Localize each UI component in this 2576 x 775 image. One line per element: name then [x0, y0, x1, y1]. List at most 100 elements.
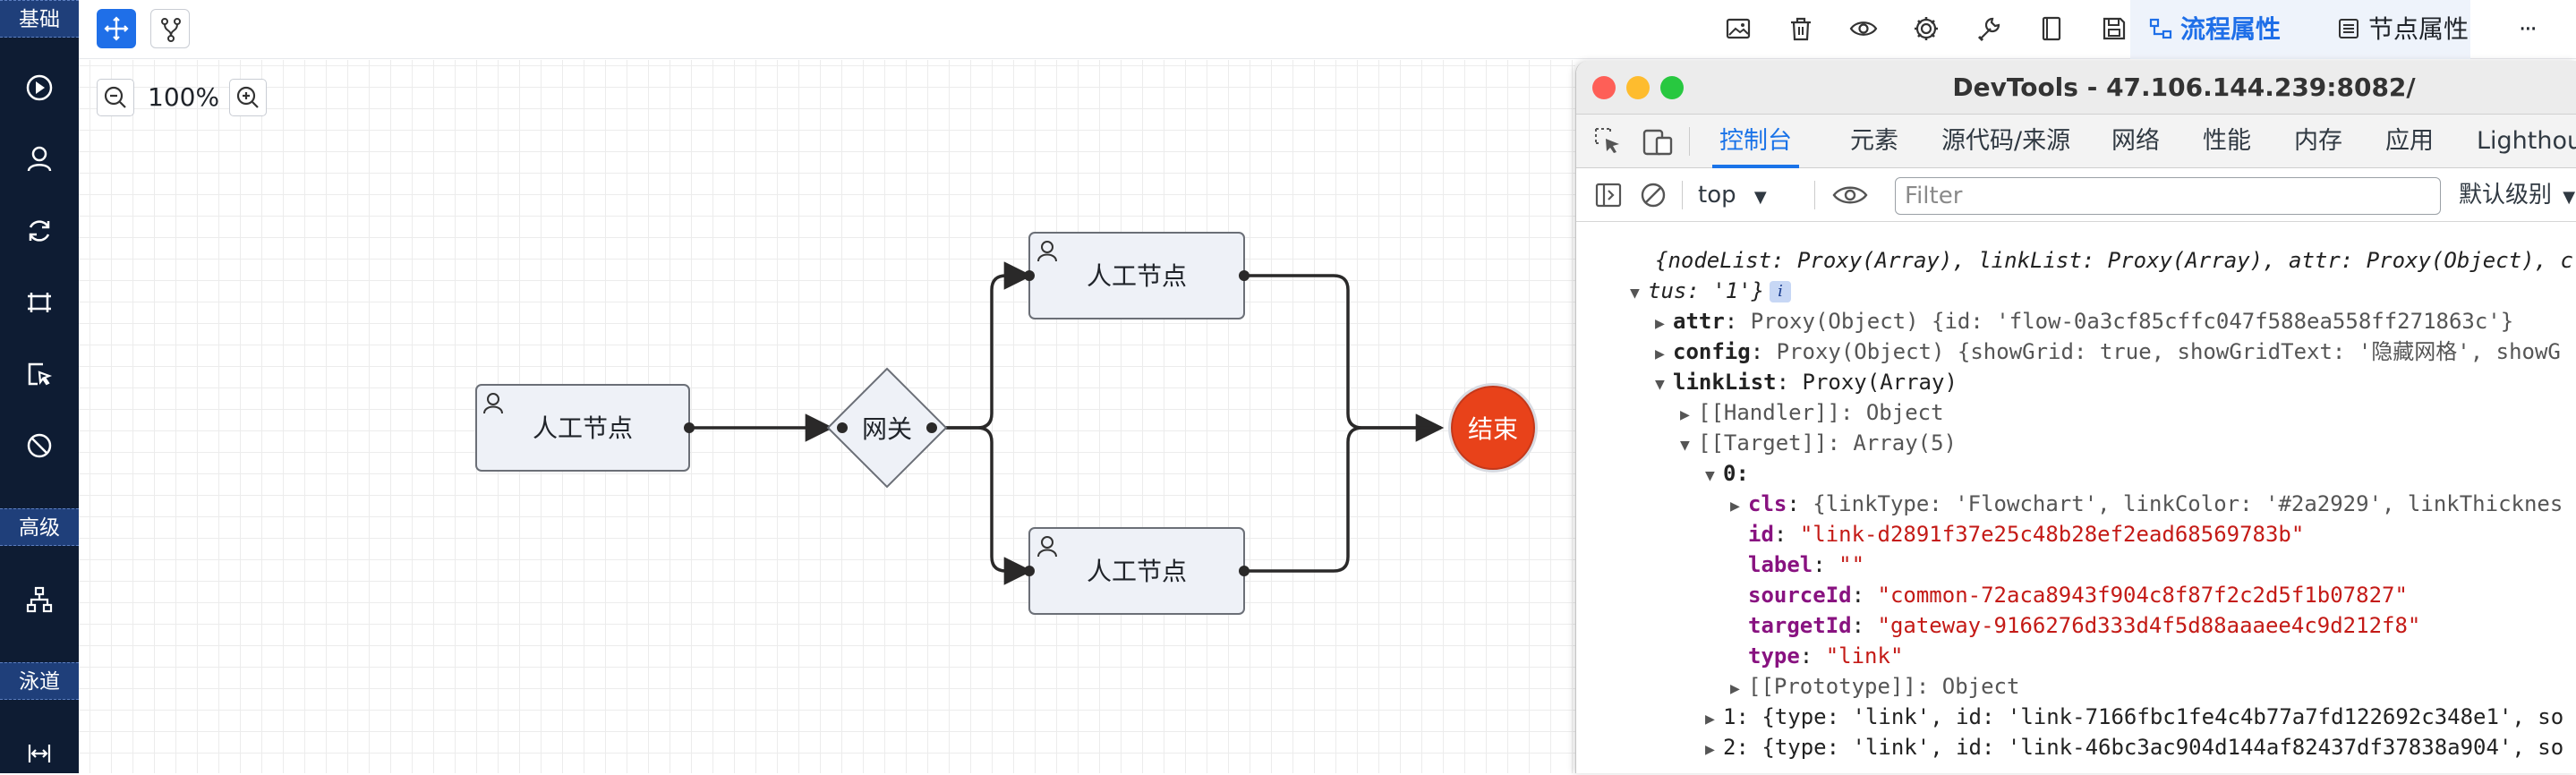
cursor-select-icon[interactable]	[21, 356, 57, 392]
save-icon[interactable]	[2098, 13, 2130, 45]
top-toolbar: 流程属性 节点属性 ···	[79, 0, 2576, 59]
tab-node-label: 节点属性	[2368, 14, 2469, 44]
end-node-label: 结束	[1468, 414, 1518, 444]
console-log-object-cont[interactable]: ▼tus: '1'}i	[1630, 276, 1792, 306]
caret-right-icon: ▶	[1705, 740, 1715, 759]
minimize-window-button[interactable]	[1626, 76, 1650, 99]
loop-icon[interactable]	[21, 213, 57, 249]
toolbar-divider	[1814, 181, 1815, 209]
caret-right-icon: ▶	[1730, 497, 1740, 515]
caret-right-icon: ▶	[1655, 314, 1665, 333]
zoom-out-button[interactable]	[97, 79, 134, 116]
devtools-window: DevTools - 47.106.144.239:8082/ 控制台 元素 源…	[1575, 61, 2576, 773]
context-selector-value: top	[1698, 182, 1736, 209]
tree-row-id: id: "link-d2891f37e25c48b28ef2ead6856978…	[1748, 522, 2305, 547]
console-output: {nodeList: Proxy(Array), linkList: Proxy…	[1576, 222, 2576, 773]
end-node[interactable]: 结束	[1448, 383, 1538, 473]
toolbar-divider	[1682, 181, 1683, 209]
device-toolbar-icon[interactable]	[1641, 125, 1676, 158]
clear-console-icon[interactable]	[1637, 179, 1669, 211]
task-node-upper[interactable]: 人工节点	[1024, 232, 1250, 319]
zoom-out-icon	[104, 86, 126, 108]
tree-row-target[interactable]: ▼[[Target]]: Array(5)	[1680, 428, 1957, 458]
info-icon[interactable]: i	[1770, 281, 1792, 302]
console-toolbar: top ▼ 默认级别 ▼	[1576, 168, 2576, 222]
tree-row-index-2[interactable]: ▶2: {type: 'link', id: 'link-46bc3ac904d…	[1705, 732, 2563, 762]
flow-chart-icon	[2148, 4, 2173, 39]
more-menu-button[interactable]: ···	[2519, 16, 2538, 43]
gear-icon[interactable]	[1910, 13, 1942, 45]
delete-icon[interactable]	[1785, 13, 1817, 45]
link-upper-to-end[interactable]	[1244, 274, 1445, 442]
console-filter-input[interactable]	[1895, 177, 2441, 215]
caret-right-icon: ▶	[1730, 679, 1740, 698]
section-swimlane-label: 泳道	[0, 662, 79, 700]
task-node-lower[interactable]: 人工节点	[1024, 527, 1250, 615]
org-chart-icon[interactable]	[21, 582, 57, 617]
list-icon	[2336, 4, 2361, 38]
live-expression-eye-icon[interactable]	[1830, 179, 1870, 211]
user-icon	[1037, 241, 1057, 262]
tab-node-properties[interactable]: 节点属性	[2336, 0, 2469, 59]
tab-elements[interactable]: 元素	[1850, 127, 1898, 155]
caret-down-icon: ▼	[1705, 466, 1715, 485]
stop-circle-icon[interactable]	[21, 428, 57, 464]
start-node-icon[interactable]	[21, 70, 57, 106]
tree-row-attr[interactable]: ▶attr: Proxy(Object) {id: 'flow-0a3cf85c…	[1655, 306, 2513, 336]
node-palette-sidebar: 基础 高级 泳道	[0, 0, 79, 773]
tree-row-index-0[interactable]: ▼0:	[1705, 458, 1749, 489]
inspect-element-icon[interactable]	[1592, 125, 1625, 158]
caret-right-icon: ▶	[1655, 345, 1665, 363]
tab-application[interactable]: 应用	[2385, 127, 2434, 155]
tab-lighthouse[interactable]: Lighthouse	[2477, 127, 2576, 155]
tree-row-config[interactable]: ▶config: Proxy(Object) {showGrid: true, …	[1655, 336, 2561, 367]
tree-row-prototype[interactable]: ▶[[Prototype]]: Object	[1730, 671, 2019, 702]
task-node-start-label: 人工节点	[533, 413, 633, 443]
devtools-title: DevTools - 47.106.144.239:8082/	[1952, 72, 2416, 102]
tab-performance[interactable]: 性能	[2203, 127, 2251, 155]
eye-icon[interactable]	[1847, 13, 1880, 45]
zoom-in-button[interactable]	[229, 79, 267, 116]
caret-down-icon: ▼	[1680, 436, 1690, 455]
tab-console[interactable]: 控制台	[1712, 115, 1799, 168]
sidebar-toggle-icon[interactable]	[1592, 179, 1625, 211]
console-log-object[interactable]: {nodeList: Proxy(Array), linkList: Proxy…	[1655, 248, 2573, 273]
tree-row-targetid: targetId: "gateway-9166276d333d4f5d88aaa…	[1748, 613, 2421, 638]
move-tool-button[interactable]	[97, 9, 136, 48]
devtools-tabbar: 控制台 元素 源代码/来源 网络 性能 内存 应用 Lighthouse	[1576, 115, 2576, 168]
crop-frame-icon[interactable]	[21, 285, 57, 320]
caret-down-icon: ▼	[1655, 375, 1665, 394]
user-node-icon[interactable]	[21, 141, 57, 177]
branch-tool-button[interactable]	[150, 9, 190, 48]
tree-row-handler[interactable]: ▶[[Handler]]: Object	[1680, 397, 1944, 428]
link-lower-to-end[interactable]	[1244, 426, 1441, 573]
tree-row-linklist[interactable]: ▼linkList: Proxy(Array)	[1655, 367, 1958, 397]
tab-sources[interactable]: 源代码/来源	[1941, 127, 2071, 155]
tab-flow-properties[interactable]: 流程属性	[2148, 0, 2281, 59]
tree-row-label: label: ""	[1748, 552, 1865, 577]
tree-row-cls[interactable]: ▶cls: {linkType: 'Flowchart', linkColor:…	[1730, 489, 2563, 519]
gateway-node[interactable]: 网关	[826, 367, 948, 489]
log-level-selector[interactable]: 默认级别 ▼	[2459, 181, 2575, 209]
link-gateway-to-upper[interactable]	[932, 261, 1033, 430]
image-icon[interactable]	[1722, 13, 1754, 45]
swimlane-icon[interactable]	[21, 736, 57, 771]
user-icon	[483, 393, 503, 414]
book-icon[interactable]	[2035, 13, 2068, 45]
gateway-label: 网关	[862, 414, 912, 444]
close-window-button[interactable]	[1592, 76, 1616, 99]
maximize-window-button[interactable]	[1660, 76, 1684, 99]
section-advanced-label: 高级	[0, 508, 79, 546]
zoom-level: 100%	[148, 82, 220, 112]
link-gateway-to-lower[interactable]	[932, 426, 1033, 585]
tab-memory[interactable]: 内存	[2294, 127, 2342, 155]
tree-row-sourceid: sourceId: "common-72aca8943f904c8f87f2c2…	[1748, 583, 2408, 608]
context-selector[interactable]: top ▼	[1698, 181, 1767, 209]
tab-network[interactable]: 网络	[2111, 127, 2160, 155]
wrench-icon[interactable]	[1973, 13, 2005, 45]
task-node-start[interactable]: 人工节点	[475, 384, 695, 472]
tab-flow-label: 流程属性	[2180, 14, 2282, 44]
tree-row-index-1[interactable]: ▶1: {type: 'link', id: 'link-7166fbc1fe4…	[1705, 702, 2563, 732]
branch-icon	[161, 18, 181, 42]
tree-row-type: type: "link"	[1748, 643, 1904, 669]
